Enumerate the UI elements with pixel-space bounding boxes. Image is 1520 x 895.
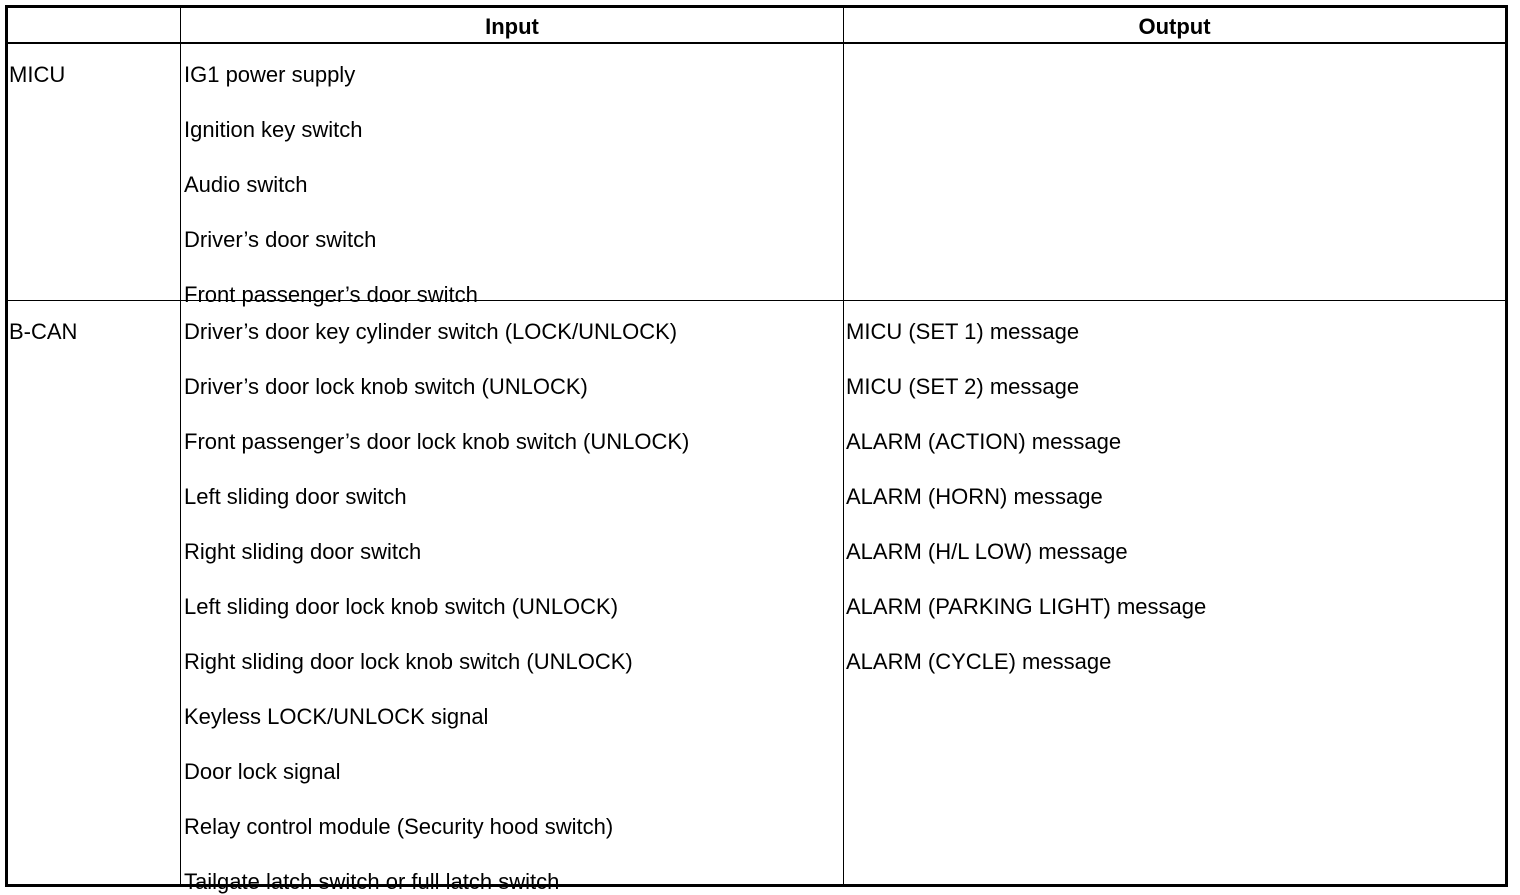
input-item: IG1 power supply [184,62,356,87]
row-label: B-CAN [9,319,78,344]
output-item: ALARM (PARKING LIGHT) message [846,594,1207,619]
output-item: MICU (SET 1) message [846,319,1080,344]
input-item: Left sliding door switch [184,484,407,509]
header-blank [8,8,180,45]
input-item: Audio switch [184,172,308,197]
input-item: Driver’s door switch [184,227,377,252]
input-item: Door lock signal [184,759,341,784]
output-item: ALARM (H/L LOW) message [846,539,1128,564]
output-item: ALARM (ACTION) message [846,429,1122,454]
input-item: Front passenger’s door lock knob switch … [184,429,690,454]
row-divider [8,300,1505,301]
column-divider [843,8,844,884]
output-item: ALARM (CYCLE) message [846,649,1112,674]
input-item: Left sliding door lock knob switch (UNLO… [184,594,619,619]
header-divider [8,42,1505,44]
row-label: MICU [9,62,66,87]
input-item: Tailgate latch switch or full latch swit… [184,869,560,894]
input-item: Right sliding door switch [184,539,422,564]
input-item: Relay control module (Security hood swit… [184,814,614,839]
input-item: Driver’s door key cylinder switch (LOCK/… [184,319,678,344]
header-input: Input [485,14,539,39]
input-item: Driver’s door lock knob switch (UNLOCK) [184,374,588,399]
input-item: Keyless LOCK/UNLOCK signal [184,704,489,729]
header-output: Output [1138,14,1211,39]
input-item: Ignition key switch [184,117,363,142]
output-item: MICU (SET 2) message [846,374,1080,399]
input-item: Right sliding door lock knob switch (UNL… [184,649,633,674]
output-item: ALARM (HORN) message [846,484,1103,509]
input-item: Front passenger’s door switch [184,282,478,307]
column-divider [180,8,181,884]
